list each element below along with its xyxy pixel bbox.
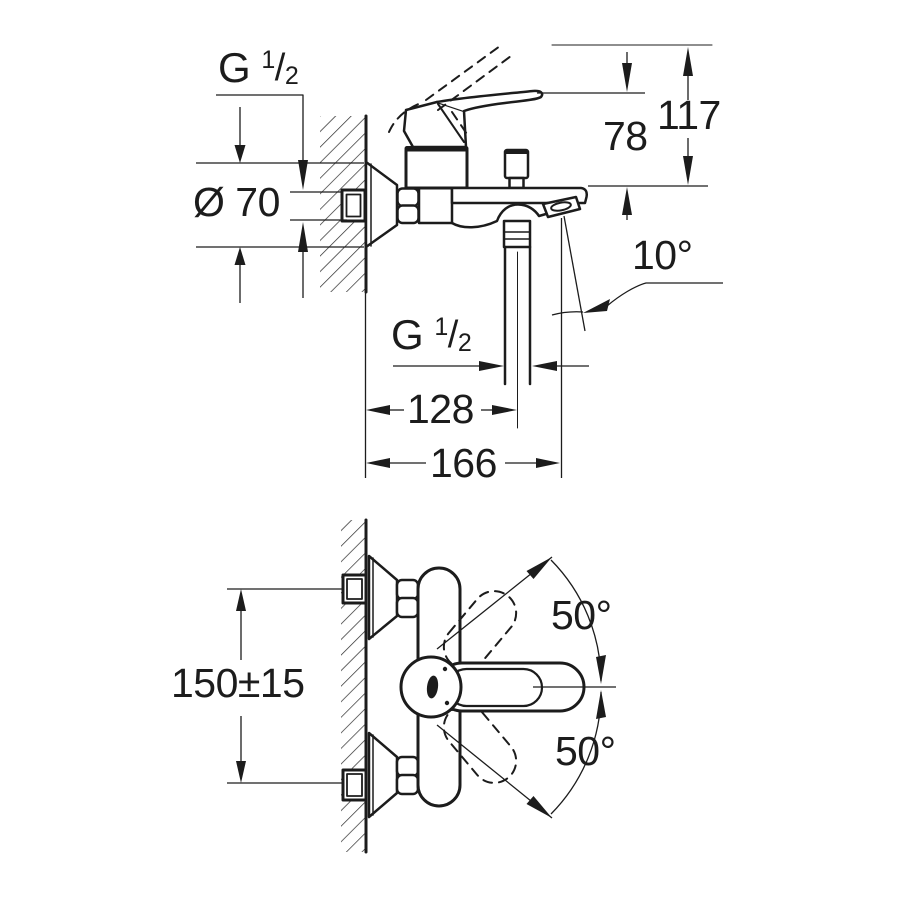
arrowhead [683, 47, 693, 76]
arrowhead [596, 690, 606, 719]
hex-nut [395, 596, 420, 619]
inlet-connector [417, 186, 454, 225]
front-view [227, 518, 616, 854]
arrowhead [366, 405, 390, 415]
dimension-label-spout-angle: 10° [632, 232, 693, 278]
handle-dome [402, 100, 468, 149]
dimension-label-inlet-thread: G 1/2 [218, 44, 299, 91]
arrowhead [298, 222, 308, 252]
inlet-assembly-top [367, 554, 420, 641]
pipe-collar [502, 219, 532, 249]
arrowhead [596, 655, 606, 684]
spout-deck [450, 186, 588, 229]
inlet-thread-leader [216, 94, 304, 160]
arrowhead [236, 589, 246, 611]
spout-underside [450, 203, 548, 229]
dimension-label-diameter: Ø 70 [193, 179, 280, 225]
arrowhead [683, 156, 693, 185]
side-view [196, 44, 723, 478]
wall-hatch [341, 520, 366, 852]
escutcheon-cone [367, 731, 399, 819]
escutcheon-cone [364, 160, 399, 249]
lever-handle-side [388, 45, 544, 149]
dimension-label-total-height: 117 [657, 92, 721, 138]
arrowhead [622, 187, 632, 215]
dimension-label-wall-to-shower: 128 [407, 386, 474, 432]
diverter-knob [503, 148, 530, 190]
arrowhead [622, 63, 632, 92]
escutcheon-cone [367, 554, 399, 641]
angle-leader [606, 282, 723, 307]
dimension-label-shower-thread: G 1/2 [391, 311, 472, 358]
angled-stream-line [563, 215, 586, 332]
side-view-dimensions [196, 44, 723, 478]
arrowhead [583, 299, 610, 313]
arrowhead [234, 145, 246, 163]
wall-section-front [341, 518, 368, 854]
lever-arm [435, 89, 544, 113]
dimension-label-inlet-spacing: 150±15 [171, 660, 305, 706]
hex-nut [396, 187, 420, 208]
mixer-body [404, 146, 469, 190]
arrowhead [536, 458, 560, 468]
arrowhead [526, 557, 552, 579]
wall-section-side [320, 114, 368, 478]
hex-nut [395, 755, 420, 778]
arrowhead [366, 458, 390, 468]
inlet-assembly-bottom [367, 731, 420, 819]
angle-arc [551, 311, 584, 316]
arrowhead [234, 247, 246, 265]
lever-handle-front [399, 655, 616, 719]
aerator [550, 201, 572, 212]
brand-logo-mark [426, 675, 439, 699]
arrowhead [526, 796, 552, 818]
hex-nut [395, 773, 420, 796]
arrowhead [236, 761, 246, 783]
dimension-label-wall-to-spout-tip: 166 [430, 440, 497, 486]
arrowhead [532, 361, 557, 371]
dimension-label-spout-height: 78 [603, 113, 648, 159]
dimension-label-swing-up: 50° [551, 592, 612, 638]
hex-nut [395, 578, 420, 601]
arrowhead [479, 361, 504, 371]
inlet-union-square-inner [345, 193, 362, 218]
shower-outlet-pipe [502, 219, 532, 429]
lever-raised-phantom [388, 45, 512, 138]
dimension-label-swing-down: 50° [555, 728, 616, 774]
hex-nut [396, 204, 420, 225]
arrowhead [298, 160, 308, 190]
front-view-dimensions [227, 556, 606, 819]
arrowhead [492, 405, 517, 415]
